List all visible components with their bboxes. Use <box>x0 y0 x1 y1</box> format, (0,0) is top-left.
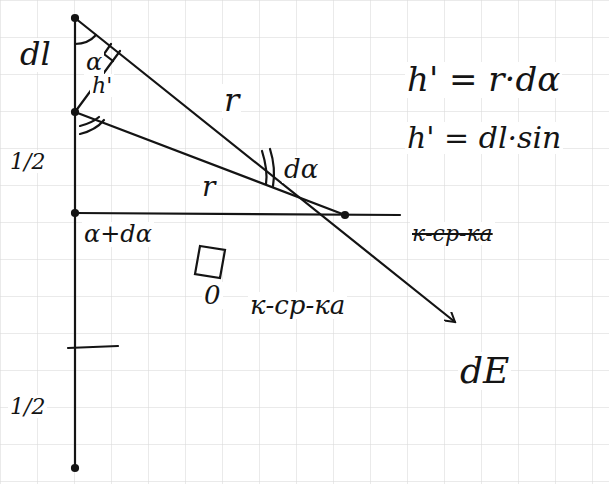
point-label: 0 <box>202 282 223 309</box>
angle-arc <box>80 117 99 126</box>
surface-patch <box>195 246 225 278</box>
field-vector-label: dE <box>458 352 511 390</box>
radius-label: r <box>200 172 217 201</box>
radius-label: r <box>222 84 241 118</box>
length-element: dl <box>18 38 53 72</box>
radius-line <box>75 112 345 215</box>
point-note: к-ср-ка <box>248 292 347 319</box>
right-angle-mark <box>104 44 113 61</box>
half-length: 1/2 <box>8 395 47 418</box>
angle-label: α <box>84 50 104 75</box>
formula: h' = r·dα <box>405 62 562 98</box>
angle-arc <box>262 151 267 184</box>
rod-end <box>72 465 78 471</box>
struck-note: к-ср-ка <box>410 222 495 245</box>
formula: h' = dl·sin <box>405 122 563 154</box>
tick-mark <box>68 346 118 348</box>
angle-arc <box>270 149 274 186</box>
field-point <box>342 212 348 218</box>
height-label: h' <box>90 74 114 97</box>
half-length: 1/2 <box>8 150 47 173</box>
radius-line <box>75 18 455 322</box>
distance-line <box>75 213 400 215</box>
angle-arc <box>80 120 104 134</box>
angle-arc <box>75 35 96 44</box>
angle-increment: dα <box>282 156 320 183</box>
angle-label: α+dα <box>82 222 154 247</box>
rod-axis <box>74 18 76 468</box>
